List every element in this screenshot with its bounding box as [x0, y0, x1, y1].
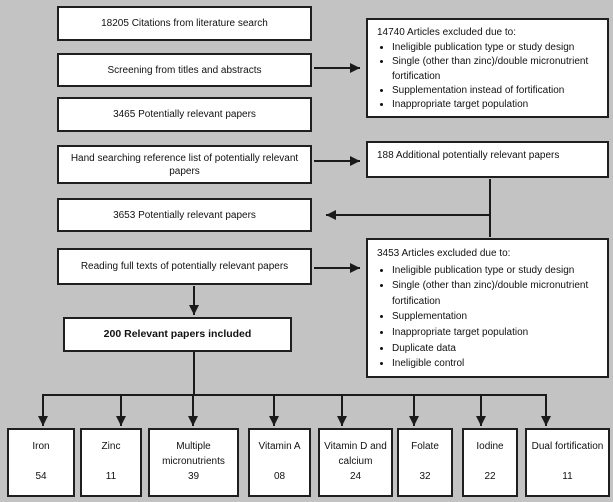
box-screening-label: Screening from titles and abstracts — [107, 64, 262, 76]
exclusion-item: Supplementation — [392, 309, 602, 325]
category-count: 08 — [273, 471, 286, 482]
box-excluded-titles-abstracts: 14740 Articles excluded due to: Ineligib… — [366, 18, 609, 118]
category-label: Vitamin D and calcium — [324, 441, 387, 467]
excluded-full-text-list: Ineligible publication type or study des… — [377, 263, 602, 372]
exclusion-item: Supplementation instead of fortification — [392, 84, 602, 98]
category-count: 11 — [562, 471, 573, 482]
box-excluded-full-text: 3453 Articles excluded due to: Ineligibl… — [366, 238, 609, 378]
category-count: 24 — [349, 471, 362, 482]
box-potentially-relevant-initial-label: 3465 Potentially relevant papers — [113, 109, 256, 120]
box-additional-papers-label: 188 Additional potentially relevant pape… — [377, 150, 560, 161]
box-hand-searching: Hand searching reference list of potenti… — [57, 145, 312, 184]
exclusion-item: Duplicate data — [392, 341, 602, 357]
box-included: 200 Relevant papers included — [63, 317, 292, 352]
category-label: Multiple micronutrients — [162, 441, 225, 467]
category-count: 39 — [187, 471, 200, 482]
box-potentially-relevant-combined-label: 3653 Potentially relevant papers — [113, 209, 256, 221]
exclusion-item: Inappropriate target population — [392, 325, 602, 341]
category-box-vitamin-a: Vitamin A 08 — [248, 428, 311, 497]
excluded-titles-abstracts-list: Ineligible publication type or study des… — [377, 41, 602, 112]
exclusion-item: Ineligible publication type or study des… — [392, 263, 602, 279]
category-count: 32 — [419, 471, 431, 482]
category-label: Iron — [32, 441, 50, 452]
category-box-iodine: Iodine 22 — [462, 428, 518, 497]
category-label: Zinc — [101, 441, 121, 452]
category-label: Vitamin A — [258, 441, 301, 452]
exclusion-item: Ineligible publication type or study des… — [392, 41, 602, 55]
box-screening: Screening from titles and abstracts — [57, 53, 312, 87]
category-count: 54 — [35, 471, 47, 482]
exclusion-item: Inappropriate target population — [392, 98, 602, 112]
box-additional-papers: 188 Additional potentially relevant pape… — [366, 141, 609, 178]
category-count: 22 — [484, 471, 496, 482]
box-citations-label: 18205 Citations from literature search — [101, 18, 268, 29]
exclusion-item: Single (other than zinc)/double micronut… — [392, 278, 602, 309]
category-label: Folate — [411, 441, 439, 452]
category-box-iron: Iron 54 — [7, 428, 75, 497]
box-reading-full-texts: Reading full texts of potentially releva… — [57, 248, 312, 285]
box-reading-full-texts-label: Reading full texts of potentially releva… — [80, 261, 289, 272]
category-box-zinc: Zinc 11 — [80, 428, 142, 497]
category-box-dual-fortification: Dual fortification 11 — [525, 428, 610, 497]
box-potentially-relevant-combined: 3653 Potentially relevant papers — [57, 198, 312, 232]
category-label: Iodine — [476, 441, 504, 452]
exclusion-item: Single (other than zinc)/double micronut… — [392, 55, 602, 83]
box-included-label: 200 Relevant papers included — [103, 327, 252, 340]
category-label: Dual fortification — [531, 441, 604, 452]
excluded-full-text-title: 3453 Articles excluded due to: — [377, 248, 511, 259]
category-count: 11 — [105, 471, 117, 482]
box-citations: 18205 Citations from literature search — [57, 6, 312, 41]
box-potentially-relevant-initial: 3465 Potentially relevant papers — [57, 97, 312, 132]
category-box-folate: Folate 32 — [397, 428, 453, 497]
category-box-vitamin-d-calcium: Vitamin D and calcium 24 — [318, 428, 393, 497]
excluded-titles-abstracts-title: 14740 Articles excluded due to: — [377, 27, 516, 38]
exclusion-item: Ineligible control — [392, 356, 602, 372]
box-hand-searching-label: Hand searching reference list of potenti… — [70, 152, 299, 177]
category-box-multiple-micronutrients: Multiple micronutrients 39 — [148, 428, 239, 497]
